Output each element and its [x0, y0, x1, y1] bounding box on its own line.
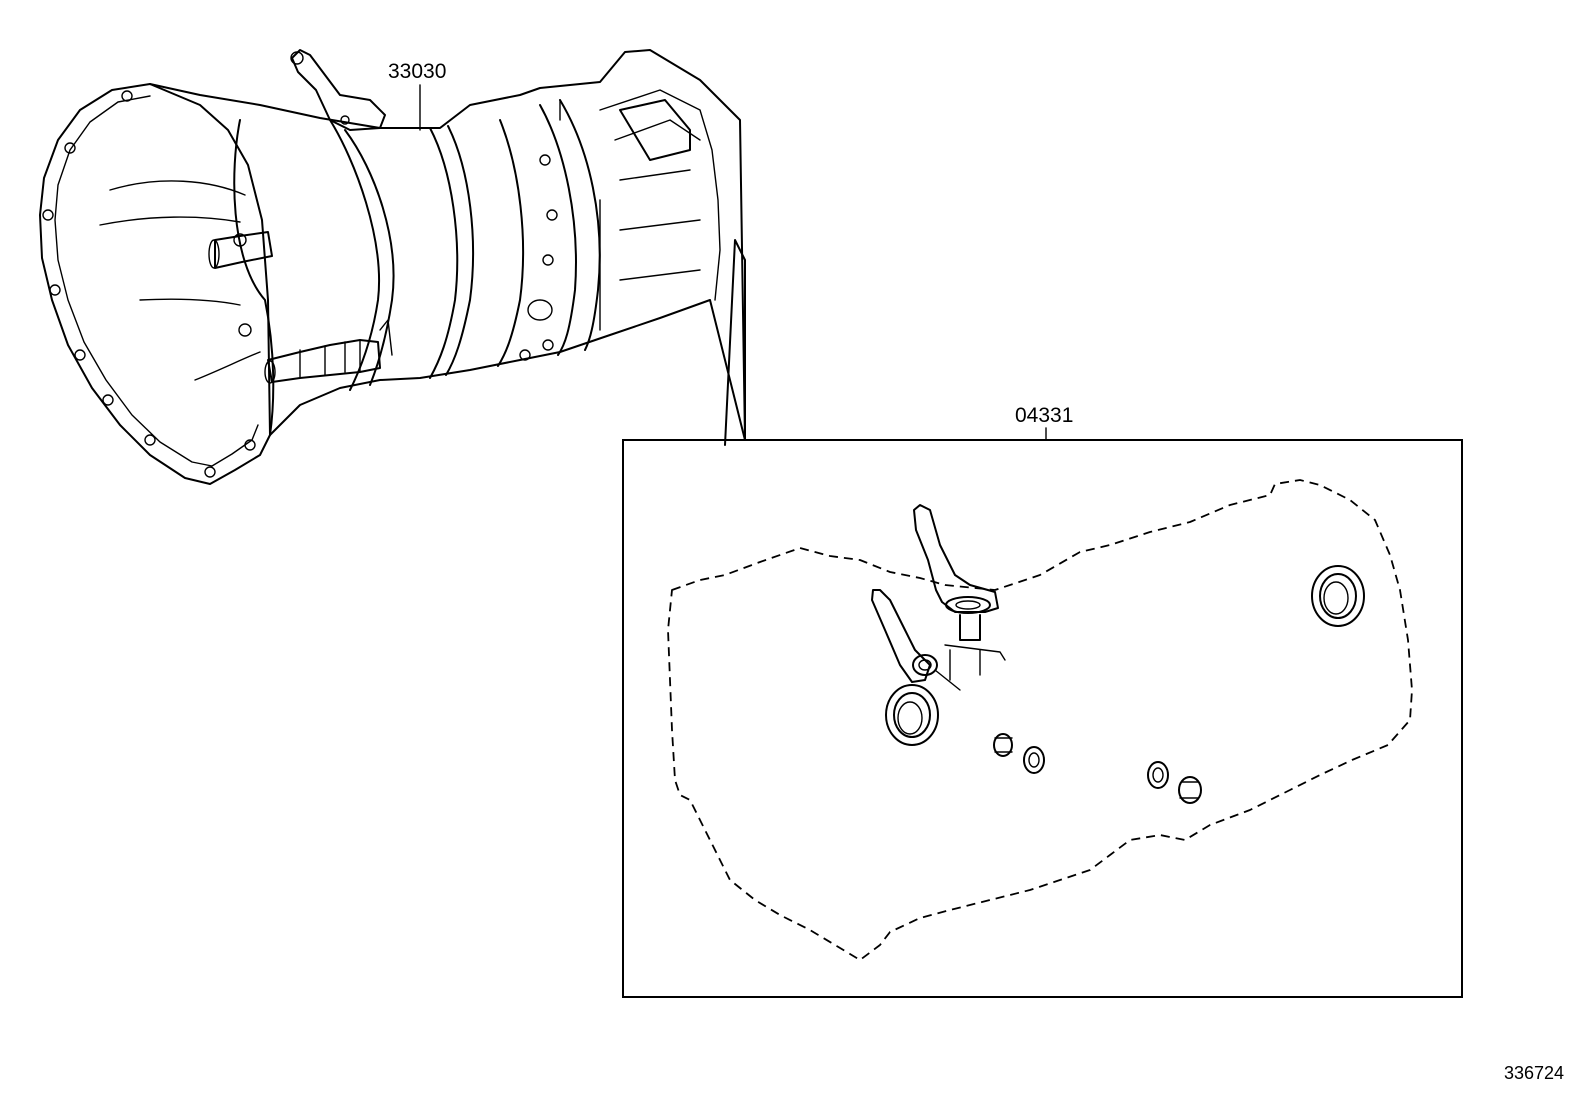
- gasket-kit-contents[interactable]: [667, 479, 1413, 961]
- part-number-33030[interactable]: 33030: [388, 60, 446, 83]
- gasket-kit-box: [622, 439, 1463, 998]
- transmission-assembly[interactable]: [39, 49, 746, 485]
- part-number-04331[interactable]: 04331: [1015, 404, 1073, 427]
- illustration-number: 336724: [1504, 1063, 1564, 1083]
